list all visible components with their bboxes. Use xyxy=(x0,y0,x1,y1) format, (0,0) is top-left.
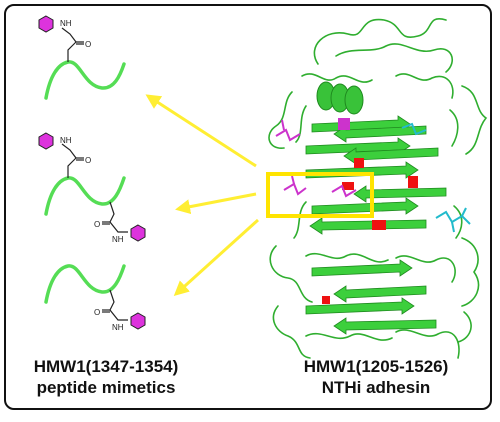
peptide-mimetic-2: O NH O NH xyxy=(38,132,146,244)
adhesin-caption-line2: NTHi adhesin xyxy=(321,378,431,397)
oxygen-label: O xyxy=(94,308,100,317)
arrow-to-mimetic-1 xyxy=(145,94,257,168)
nh-label: NH xyxy=(60,19,72,28)
red-residue xyxy=(354,158,364,168)
mimetics-caption: HMW1(1347-1354) peptide mimetics xyxy=(16,356,196,398)
beta-sheet-lower xyxy=(305,259,437,335)
nh-label: NH xyxy=(60,136,72,145)
adhesin-caption: HMW1(1205-1526) NTHi adhesin xyxy=(271,356,481,398)
magenta-sidechain xyxy=(275,119,301,142)
oxygen-label: O xyxy=(85,40,91,49)
side-chain-bond xyxy=(61,27,77,62)
magenta-sidechain xyxy=(283,175,357,198)
red-residue xyxy=(342,182,354,190)
nh-label: NH xyxy=(112,323,124,332)
oxygen-label: O xyxy=(85,156,91,165)
mapping-arrows xyxy=(145,94,260,297)
mimetics-caption-line1: HMW1(1347-1354) xyxy=(33,357,179,376)
hexagon-ligand-icon xyxy=(38,15,54,33)
peptide-mimetic-1: O NH xyxy=(38,15,126,100)
red-residue xyxy=(322,296,330,304)
backbone-strand xyxy=(44,176,126,216)
nh-label: NH xyxy=(112,235,124,244)
alpha-helix xyxy=(316,81,364,115)
figure-artwork: O NH O NH O NH O xyxy=(38,15,488,359)
highlight-residues xyxy=(275,118,471,304)
binding-site-highlight-box xyxy=(266,172,374,218)
adhesin-caption-line1: HMW1(1205-1526) xyxy=(303,357,449,376)
arrow-to-mimetic-3 xyxy=(173,218,260,297)
cyan-sidechain xyxy=(401,122,471,233)
protein-structure xyxy=(268,18,488,359)
hexagon-ligand-icon xyxy=(38,132,54,150)
mimetics-caption-line2: peptide mimetics xyxy=(36,378,176,397)
arrow-to-mimetic-2 xyxy=(175,192,257,215)
peptide-mimetic-3: O NH xyxy=(44,264,146,332)
oxygen-label: O xyxy=(94,220,100,229)
hexagon-ligand-icon xyxy=(130,224,146,242)
backbone-strand xyxy=(44,264,126,304)
red-residue xyxy=(372,220,386,230)
magenta-residue xyxy=(338,118,350,130)
hexagon-ligand-icon xyxy=(130,312,146,330)
red-residue xyxy=(408,176,418,188)
figure-frame: O NH O NH O NH O xyxy=(4,4,492,410)
backbone-strand xyxy=(44,60,126,100)
